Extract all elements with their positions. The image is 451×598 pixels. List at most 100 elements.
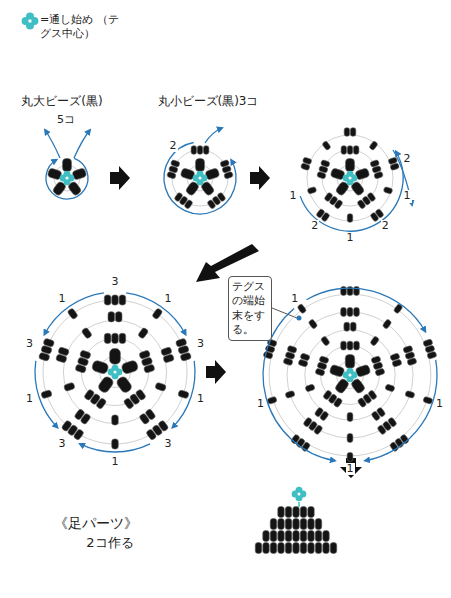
bead [61, 420, 72, 432]
bead [163, 354, 175, 363]
bead [382, 319, 392, 330]
start-mark [297, 492, 300, 495]
bead [285, 531, 292, 542]
bead [354, 308, 360, 317]
thread [287, 312, 413, 438]
bead [308, 519, 315, 530]
thread [321, 346, 380, 405]
bead [347, 452, 353, 461]
bead [300, 531, 307, 542]
thread-path [173, 361, 195, 428]
bead [267, 396, 277, 404]
bead [347, 146, 353, 155]
thread [43, 300, 187, 444]
bead [323, 390, 333, 401]
bead-label: 丸大ビーズ(黒) [20, 95, 103, 109]
bead [152, 308, 163, 320]
bead [119, 333, 126, 343]
bead [316, 208, 325, 218]
bead [180, 352, 192, 361]
bead [139, 413, 150, 425]
bead [104, 333, 111, 343]
bead [300, 543, 307, 554]
thread-path [45, 130, 60, 158]
bead [263, 531, 270, 542]
bead [112, 295, 119, 305]
bead [347, 413, 353, 422]
thread-path [300, 152, 403, 232]
callout-number: 1 [290, 293, 299, 306]
thread [307, 135, 393, 221]
bead [375, 368, 385, 376]
bead [191, 146, 197, 155]
bead [423, 396, 433, 404]
bead [314, 407, 324, 418]
callout-number: 1 [25, 393, 34, 406]
bead [347, 214, 353, 223]
bead [91, 360, 109, 375]
bead-label: 丸小ビーズ(黒)3コ [157, 95, 260, 109]
part-title: 2コ作る [85, 536, 134, 551]
bead [270, 519, 277, 530]
bead [143, 364, 155, 373]
bead [341, 341, 347, 350]
bead [357, 199, 366, 209]
bead [308, 507, 315, 518]
step-arrow [110, 166, 130, 190]
bead [385, 384, 395, 392]
bead [293, 519, 300, 530]
thread-path [80, 444, 150, 452]
bead [81, 327, 92, 339]
callout-number: 2 [169, 140, 178, 153]
thread-path [35, 361, 57, 428]
callout-number: 1 [111, 456, 120, 469]
thread-path [44, 293, 104, 335]
bead [323, 531, 330, 542]
bead [357, 397, 367, 408]
bead [300, 519, 307, 530]
bead [383, 186, 393, 194]
bead [121, 360, 139, 375]
bead [354, 341, 360, 350]
bead [350, 128, 356, 137]
bead [319, 356, 329, 364]
step-arrow [250, 166, 270, 190]
bead [315, 531, 322, 542]
bead [322, 141, 331, 151]
callout-number: 1 [435, 398, 444, 411]
bead [315, 543, 322, 554]
bead-label: 5コ [56, 114, 76, 127]
thread [81, 338, 148, 405]
bead [270, 531, 277, 542]
bead [329, 364, 345, 377]
callout-number: 3 [163, 438, 172, 451]
start-mark [28, 19, 32, 23]
bead [293, 531, 300, 542]
thread-path [126, 293, 186, 335]
bead [353, 146, 359, 155]
bead [224, 171, 234, 179]
bead [97, 375, 115, 394]
bead [67, 308, 78, 320]
start-mark [348, 176, 351, 179]
bead [63, 382, 75, 391]
callout-number: 2 [310, 220, 319, 233]
bead [263, 543, 270, 554]
bead [377, 424, 387, 435]
bead [112, 415, 119, 425]
start-mark [198, 176, 201, 179]
bead [178, 390, 190, 399]
thread [269, 294, 431, 456]
bead [155, 382, 167, 391]
bead [74, 408, 85, 420]
bead [196, 159, 205, 172]
step-arrow [206, 360, 226, 384]
bead [341, 308, 347, 317]
bead [170, 160, 180, 168]
bead [41, 390, 53, 399]
thread [305, 330, 395, 420]
bead [374, 171, 384, 179]
bead [293, 507, 300, 518]
